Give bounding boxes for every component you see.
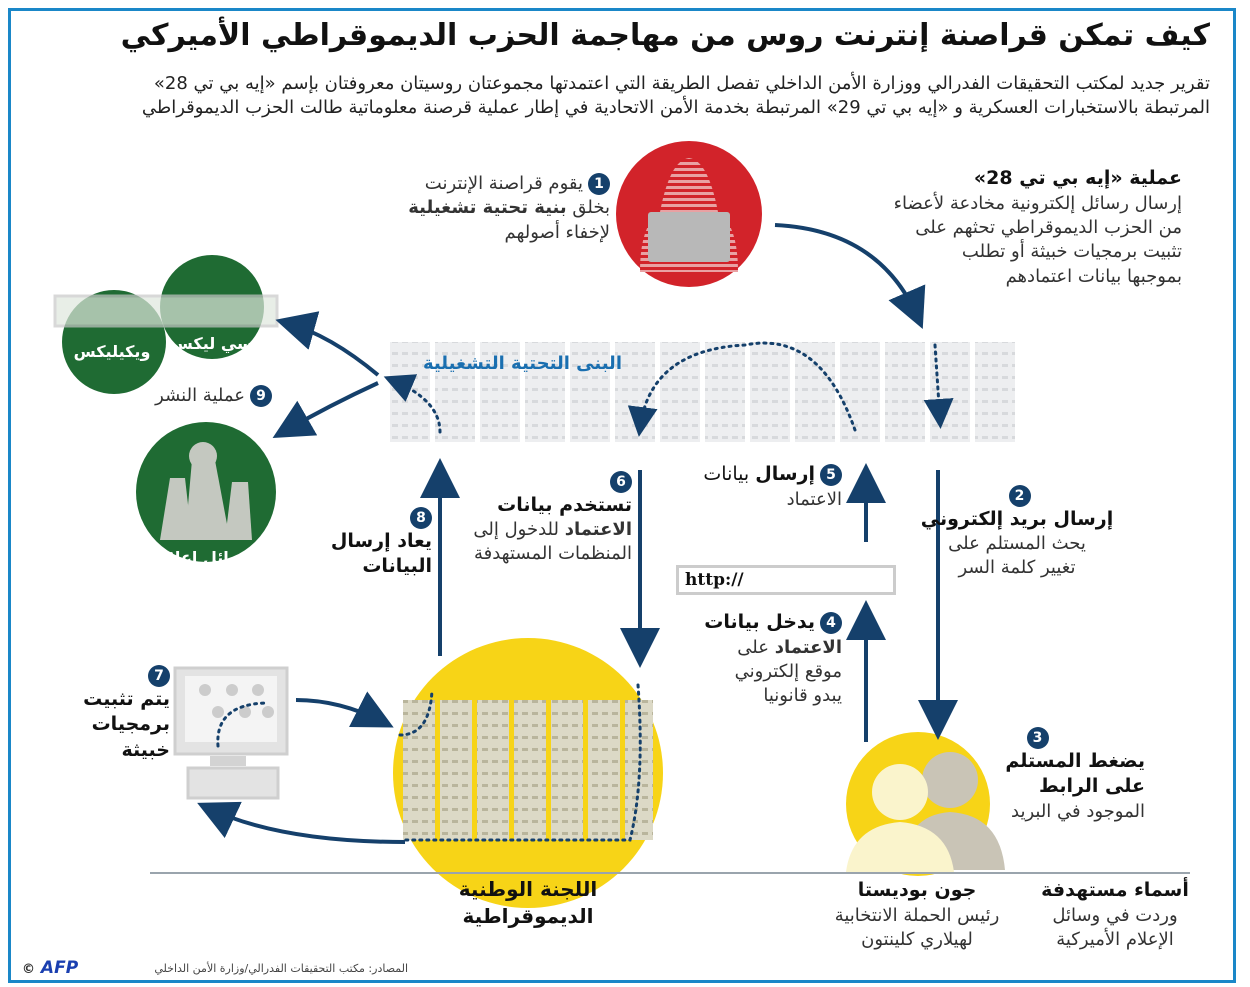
step-2-line-1: يحث المستلم على <box>948 533 1086 555</box>
frame-border <box>8 8 1236 983</box>
step-1: 1يقوم قراصنة الإنترنت بخلق بنية تحتية تش… <box>350 172 610 245</box>
podesta-line-1: رئيس الحملة الانتخابية <box>834 904 1000 926</box>
step-3-heading-2: على الرابط <box>1038 775 1145 798</box>
step-7-number: 7 <box>148 664 170 687</box>
step-1-line-2a: بخلق <box>566 197 610 219</box>
step-6-heading: تستخدم بيانات <box>497 493 632 516</box>
step-3-line-1: الموجود في البريد <box>1011 800 1145 822</box>
podesta-name: جون بوديستا <box>857 879 977 901</box>
step-5: 5إرسال بيانات الاعتماد <box>642 462 842 512</box>
step-2-number: 2 <box>1008 484 1031 507</box>
step-2-heading: إرسال بريد إلكتروني <box>920 507 1114 530</box>
dotted-paths <box>216 341 954 842</box>
subtitle-line-1: تقرير جديد لمكتب التحقيقات الفدرالي ووزا… <box>153 73 1210 94</box>
apt28-line-2: من الحزب الديموقراطي تحثهم على <box>915 216 1182 238</box>
step-1-line-1: يقوم قراصنة الإنترنت <box>424 173 583 194</box>
afp-logo: © AFP <box>22 958 78 978</box>
page-title: كيف تمكن قراصنة إنترنت روس من مهاجمة الح… <box>120 18 1210 53</box>
step-4-line-3: موقع إلكتروني <box>734 660 842 682</box>
step-4-heading-2: الاعتماد <box>774 636 842 658</box>
hacker-icon <box>616 141 762 287</box>
podesta-line-2: لهيلاري كلينتون <box>861 928 973 950</box>
copyright-symbol: © <box>22 962 35 977</box>
step-8-line-1: يعاد إرسال <box>330 529 432 552</box>
step-1-line-3: لإخفاء أصولهم <box>504 221 610 243</box>
step-5-number: 5 <box>820 463 842 486</box>
afp-logo-text: AFP <box>40 958 79 978</box>
subtitle: تقرير جديد لمكتب التحقيقات الفدرالي ووزا… <box>110 72 1210 121</box>
wikileaks-label: ويكيليكس <box>73 342 151 361</box>
flow-arrows <box>197 223 958 844</box>
apt28-block: عملية «إيه بي تي 28» إرسال رسائل إلكترون… <box>842 166 1182 289</box>
apt28-line-1: إرسال رسائل إلكترونية مخادعة لأعضاء <box>893 192 1182 214</box>
subtitle-line-2: المرتبطة بالاستخبارات العسكرية و «إيه بي… <box>141 97 1210 119</box>
media-label: وسائل إعلام <box>157 548 255 567</box>
step-6-line-2: المنظمات المستهدفة <box>473 543 632 565</box>
step-1-line-2b: بنية تحتية تشغيلية <box>408 197 567 219</box>
step-4-line-4: يبدو قانونيا <box>763 685 842 707</box>
targets-heading: أسماء مستهدفة <box>1041 879 1189 901</box>
apt28-heading: عملية «إيه بي تي 28» <box>973 167 1182 189</box>
step-7-line-3: خبيثة <box>121 738 170 761</box>
step-9-number: 9 <box>250 385 272 407</box>
bottom-divider <box>150 872 1190 874</box>
podesta-block: جون بوديستا رئيس الحملة الانتخابية لهيلا… <box>822 878 1012 952</box>
dnc-label: اللجنة الوطنية الديموقراطية <box>428 876 628 930</box>
dnc-label-2: الديموقراطية <box>462 904 594 928</box>
step-1-number: 1 <box>588 173 610 195</box>
step-5-line-1: الاعتماد <box>786 488 842 510</box>
step-6-number: 6 <box>610 470 632 493</box>
step-8-number: 8 <box>410 506 432 529</box>
step-9-label: عملية النشر <box>155 385 245 406</box>
targets-line-1: وردت في وسائل <box>1052 904 1178 926</box>
publishing-circles <box>53 255 279 562</box>
step-4: 4يدخل بيانات الاعتماد على موقع إلكتروني … <box>622 610 842 709</box>
apt28-line-4: بموجبها بيانات اعتمادهم <box>1005 265 1182 287</box>
dnc-label-1: اللجنة الوطنية <box>458 877 598 901</box>
targets-block: أسماء مستهدفة وردت في وسائل الإعلام الأم… <box>1030 878 1200 952</box>
step-6-line-1-tail: للدخول إلى <box>473 519 565 541</box>
url-field: http:// <box>676 565 896 595</box>
step-2-line-2: تغيير كلمة السر <box>958 557 1076 579</box>
targets-line-2: الإعلام الأميركية <box>1056 928 1174 950</box>
dc-leaks-label: دي سي ليكس <box>170 334 282 353</box>
step-5-heading-tail: بيانات <box>703 463 756 485</box>
step-5-heading: إرسال <box>755 463 815 485</box>
step-6: 6 تستخدم بيانات الاعتماد للدخول إلى المن… <box>412 470 632 567</box>
step-8: 8 يعاد إرسال البيانات <box>292 506 432 580</box>
step-4-number: 4 <box>820 611 842 634</box>
step-3-heading-1: يضغط المستلم <box>1005 749 1145 772</box>
step-3: 3 يضغط المستلم على الرابط الموجود في الب… <box>925 726 1145 824</box>
step-8-line-2: البيانات <box>362 555 432 578</box>
step-2: 2 إرسال بريد إلكتروني يحث المستلم على تغ… <box>902 484 1132 581</box>
step-7-line-2: برمجيات <box>91 713 170 736</box>
infrastructure-racks <box>390 342 1015 442</box>
target-person-icon <box>846 732 1005 876</box>
source-note: المصادر: مكتب التحقيقات الفدرالي/وزارة ا… <box>154 962 408 975</box>
apt28-line-3: تثبيت برمجيات خبيثة أو تطلب <box>961 241 1182 263</box>
step-4-heading-1: يدخل بيانات <box>704 611 815 633</box>
step-7: 7 يتم تثبيت برمجيات خبيثة <box>60 664 170 763</box>
step-3-number: 3 <box>1026 726 1049 749</box>
step-6-line-1b: الاعتماد <box>564 519 632 541</box>
computer-icon <box>173 666 289 800</box>
step-4-line-2-tail: على <box>737 636 775 658</box>
infrastructure-label: البنى التحتية التشغيلية <box>423 353 622 374</box>
step-9: 9عملية النشر <box>132 384 272 408</box>
step-7-line-1: يتم تثبيت <box>83 687 170 710</box>
